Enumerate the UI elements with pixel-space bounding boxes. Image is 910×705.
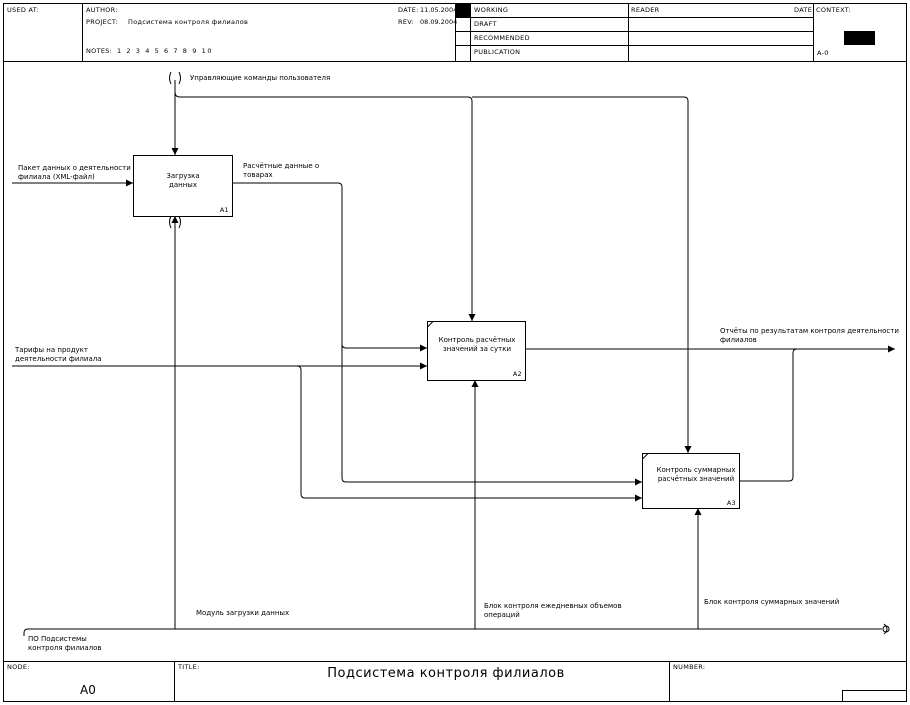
arrow-tariffs-to-a3[interactable] [296, 365, 642, 502]
arrow-control-commands-to-a2[interactable] [174, 91, 476, 321]
context-label: CONTEXT: [816, 6, 851, 14]
label-input-data-line1: Пакет данных о деятельности [18, 164, 131, 172]
working-status-marker [456, 4, 470, 17]
label-daily-block-line2: операций [484, 611, 520, 619]
box-a1[interactable]: Загрузка данных A1 [133, 155, 233, 217]
header-frame [3, 3, 907, 702]
notes-label: NOTES: [86, 47, 112, 55]
project-value: Подсистема контроля филиалов [128, 18, 248, 26]
label-software-line1: ПО Подсистемы [28, 635, 87, 643]
box-a1-label-line1: Загрузка [166, 172, 199, 180]
context-node-marker [844, 31, 875, 45]
reader-label: READER [631, 6, 660, 14]
label-input-data-line2: филиала (XML-файл) [18, 173, 95, 181]
rev-label: REV: [398, 18, 414, 26]
arrow-control-commands-to-a3[interactable] [472, 96, 692, 453]
box-a2-id: A2 [513, 370, 522, 378]
label-tariffs-line2: деятельности филиала [15, 355, 102, 363]
box-a2[interactable]: Контроль расчётных значений за сутки A2 [427, 321, 526, 381]
project-label: PROJECT: [86, 18, 118, 26]
status-publication: PUBLICATION [474, 48, 520, 56]
notes-numbers: 1 2 3 4 5 6 7 8 9 10 [117, 47, 213, 55]
rev-value: 08.09.2004 [420, 18, 457, 26]
status-recommended: RECOMMENDED [474, 34, 530, 42]
diagram-title: Подсистема контроля филиалов [327, 666, 565, 681]
arrow-mechanism-software[interactable] [23, 628, 882, 636]
label-calc-data-line1: Расчётные данные о [243, 162, 319, 170]
box-a1-label-line2: данных [169, 181, 197, 189]
label-software-line2: контроля филиалов [28, 644, 102, 652]
control-tunnel-icon [169, 71, 181, 85]
label-reports-line1: Отчёты по результатам контроля деятельно… [720, 327, 899, 335]
box-a3-id: A3 [727, 499, 736, 507]
node-value: A0 [80, 683, 96, 697]
reader-date-label: DATE [794, 6, 812, 14]
label-calc-data-line2: товарах [243, 171, 273, 179]
date-label: DATE: [398, 6, 419, 14]
mechanism-tunnel-icon [883, 623, 888, 635]
title-label: TITLE: [177, 663, 200, 671]
status-draft: DRAFT [474, 20, 497, 28]
label-total-block: Блок контроля суммарных значений [704, 598, 839, 606]
label-control-commands: Управляющие команды пользователя [190, 74, 330, 82]
number-label: NUMBER: [673, 663, 705, 671]
author-label: AUTHOR: [86, 6, 118, 14]
label-tariffs-line1: Тарифы на продукт [14, 346, 88, 354]
mechanism-a1-tunnel [169, 215, 181, 229]
box-a3[interactable]: Контроль суммарных расчётных значений A3 [642, 453, 740, 509]
label-reports-line2: филиалов [720, 336, 757, 344]
label-daily-block-line1: Блок контроля ежедневных объемов [484, 602, 622, 610]
box-a1-id: A1 [220, 206, 229, 214]
context-node: A-0 [817, 49, 829, 57]
mechanism-tunnel-circle [882, 625, 890, 633]
arrow-a3-output-reports[interactable] [739, 348, 798, 482]
date-value: 11.05.2004 [420, 6, 457, 14]
footer-frame [3, 661, 907, 702]
box-a3-label-line2: расчётных значений [658, 475, 734, 483]
node-label: NODE: [7, 663, 30, 671]
label-module-load: Модуль загрузки данных [196, 609, 289, 617]
used-at-label: USED AT: [7, 6, 39, 14]
status-working: WORKING [474, 6, 508, 14]
box-a2-label-line2: значений за сутки [443, 345, 511, 353]
box-a3-label-line1: Контроль суммарных [657, 466, 736, 474]
arrow-calculated-data[interactable] [232, 182, 427, 352]
arrow-calculated-data-to-a3[interactable] [341, 340, 642, 486]
box-a2-label-line1: Контроль расчётных [439, 336, 516, 344]
